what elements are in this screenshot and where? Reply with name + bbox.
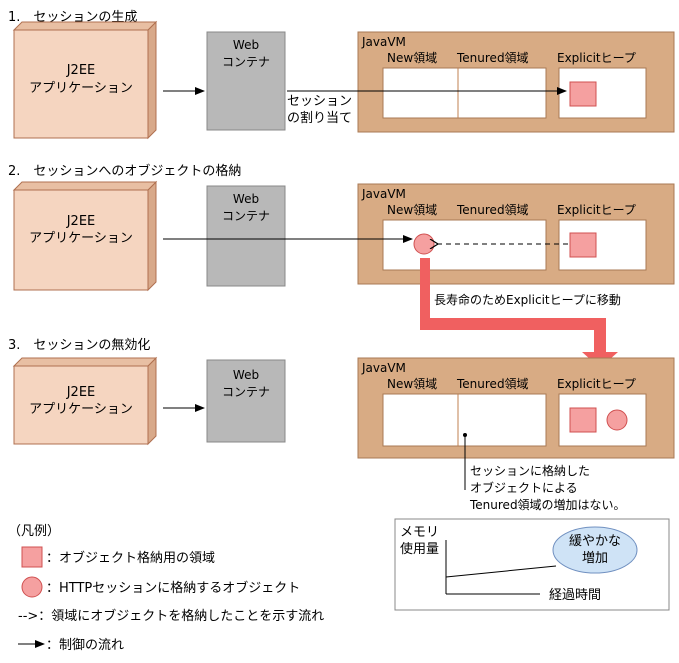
app-label-line1: J2EE xyxy=(66,214,96,229)
graph-ylabel-line2: 使用量 xyxy=(400,541,439,557)
legend-control-text: ：制御の流れ xyxy=(46,638,124,653)
graph-usage-line xyxy=(445,565,557,578)
javavm-box-3: JavaVM New領域 Tenured領域 Explicitヒープ xyxy=(357,357,675,459)
j2ee-app-box-3: J2EE アプリケーション xyxy=(12,356,158,446)
section-2: 2. セッションへのオブジェクトの格納 J2EE アプリケーション Web コン… xyxy=(8,163,675,368)
graph-ylabel-line1: メモリ xyxy=(400,525,439,540)
region-label-tenured: Tenured領域 xyxy=(456,202,529,217)
section-1: 1. セッションの生成 J2EE アプリケーション Web コンテナ JavaV… xyxy=(8,10,675,140)
memory-usage-graph: メモリ 使用量 緩やかな 増加 経過時間 xyxy=(394,518,670,611)
object-storage-area xyxy=(569,232,597,258)
region-label-tenured: Tenured領域 xyxy=(456,376,529,391)
section-3-heading: 3. セッションの無効化 xyxy=(8,338,150,353)
javavm-title: JavaVM xyxy=(361,35,406,49)
heap-area-new-tenured xyxy=(382,67,547,119)
ellipse-label-line1: 緩やかな xyxy=(569,534,621,549)
object-storage-area xyxy=(569,81,597,107)
legend-object-text: ：HTTPセッションに格納するオブジェクト xyxy=(46,580,300,596)
javavm-box-1: JavaVM New領域 Tenured領域 Explicitヒープ xyxy=(357,31,675,133)
graph-xlabel: 経過時間 xyxy=(549,588,601,603)
web-container-box-2: Web コンテナ xyxy=(206,185,286,287)
http-session-object xyxy=(413,233,435,255)
section-2-heading: 2. セッションへのオブジェクトの格納 xyxy=(8,163,241,179)
gradual-increase-ellipse xyxy=(552,526,638,574)
region-label-new: New領域 xyxy=(387,376,437,391)
region-label-new: New領域 xyxy=(387,50,437,65)
web-container-box-3: Web コンテナ xyxy=(206,359,286,443)
tenured-note-line3: Tenured領域の増加はない。 xyxy=(469,497,626,512)
legend-area-text: ：オブジェクト格納用の領域 xyxy=(46,550,215,566)
tenured-note-line1: セッションに格納した xyxy=(470,463,590,478)
tenured-note-line2: オブジェクトによる xyxy=(470,480,578,495)
region-label-tenured: Tenured領域 xyxy=(456,50,529,65)
heap-area-new-tenured xyxy=(382,219,547,271)
app-label-line2: アプリケーション xyxy=(29,231,133,246)
javavm-title: JavaVM xyxy=(361,361,406,375)
j2ee-app-box-2: J2EE アプリケーション xyxy=(12,180,158,292)
web-label-line2: コンテナ xyxy=(222,385,270,399)
ellipse-label-line2: 増加 xyxy=(582,551,608,566)
app-label-line1: J2EE xyxy=(66,63,96,78)
legend-dashed-text: -->：領域にオブジェクトを格納したことを示す流れ xyxy=(18,608,324,624)
region-label-explicit: Explicitヒープ xyxy=(557,51,636,65)
legend: （凡例） ：オブジェクト格納用の領域 ：HTTPセッションに格納するオブジェクト… xyxy=(8,524,324,653)
javavm-box-2: JavaVM New領域 Tenured領域 Explicitヒープ xyxy=(357,183,675,285)
legend-title: （凡例） xyxy=(8,524,60,539)
legend-area-swatch xyxy=(21,546,43,568)
web-label-line1: Web xyxy=(233,368,259,382)
web-label-line1: Web xyxy=(233,38,259,52)
j2ee-app-box-1: J2EE アプリケーション xyxy=(12,20,158,140)
app-label-line2: アプリケーション xyxy=(29,81,133,96)
region-label-explicit: Explicitヒープ xyxy=(557,377,636,391)
section-1-heading: 1. セッションの生成 xyxy=(8,10,137,25)
web-label-line1: Web xyxy=(233,192,259,206)
web-label-line2: コンテナ xyxy=(222,209,270,223)
web-container-box-1: Web コンテナ xyxy=(206,31,286,131)
javavm-title: JavaVM xyxy=(361,187,406,201)
move-label: 長寿命のためExplicitヒープに移動 xyxy=(434,292,621,307)
region-label-explicit: Explicitヒープ xyxy=(557,203,636,217)
app-label-line1: J2EE xyxy=(66,385,96,400)
heap-area-explicit xyxy=(558,67,647,119)
region-label-new: New領域 xyxy=(387,202,437,217)
section-3: 3. セッションの無効化 J2EE アプリケーション Web コンテナ Java… xyxy=(8,338,675,512)
http-session-object xyxy=(606,409,628,431)
web-label-line2: コンテナ xyxy=(222,55,270,69)
session-alloc-label-line2: の割り当て xyxy=(287,110,352,126)
session-alloc-label-line1: セッション xyxy=(287,94,352,109)
object-storage-area xyxy=(569,407,597,433)
legend-object-swatch xyxy=(21,576,43,598)
app-label-line2: アプリケーション xyxy=(29,402,133,417)
move-to-explicit-arrow xyxy=(420,258,618,368)
